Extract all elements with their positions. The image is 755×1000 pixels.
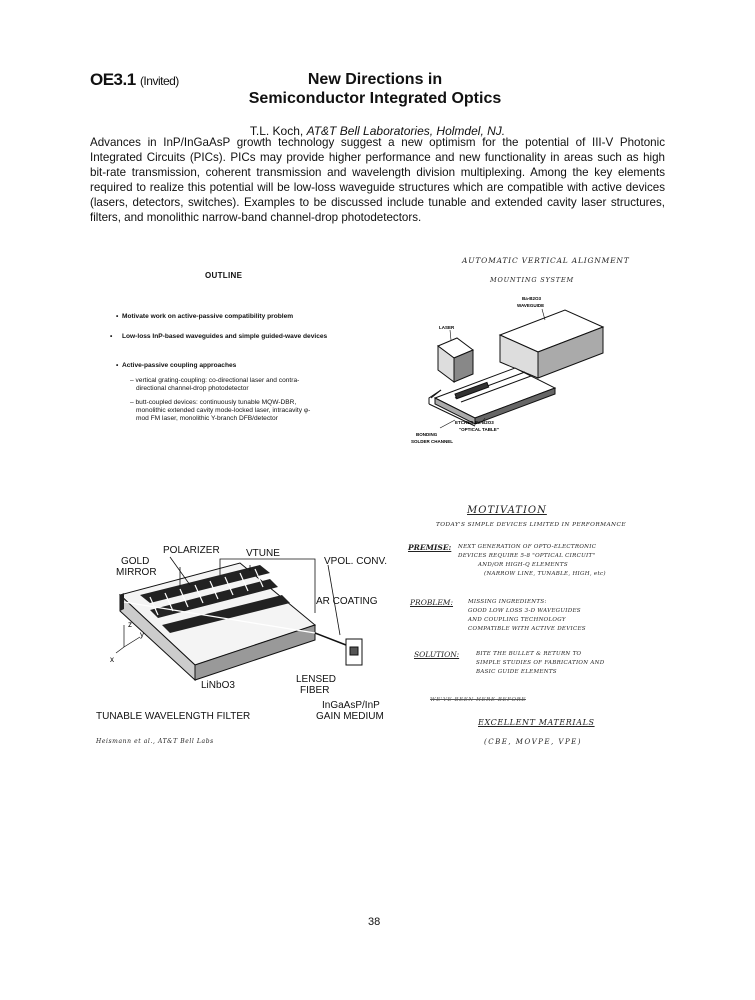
- axis-x-label: x: [110, 655, 114, 664]
- author-name: T.L. Koch,: [249, 124, 304, 138]
- etched-label: "OPTICAL TABLE": [459, 427, 499, 432]
- filter-credit: Heismann et al., AT&T Bell Labs: [96, 738, 214, 745]
- solder-label: BONDING: [416, 432, 438, 437]
- optical-table: [433, 367, 557, 425]
- premise-text: NEXT GENERATION OF OPTO-ELECTRONIC DEVIC…: [458, 544, 606, 577]
- problem-text: MISSING INGREDIENTS: GOOD LOW LOSS 3-D W…: [468, 599, 586, 632]
- gold-mirror: [120, 593, 124, 611]
- paper-title: New Directions in Semiconductor Integrat…: [230, 70, 520, 108]
- axis-y-label: y: [140, 630, 144, 639]
- abstract: Advances in InP/InGaAsP growth technolog…: [90, 136, 665, 224]
- outline-subitem: – butt-coupled devices: continuously tun…: [130, 399, 311, 422]
- axis-z-label: z: [128, 620, 132, 629]
- mount-diagram: Ba-B2O3 WAVEGUIDE LASER ETCHED Ba-B2O3 "…: [411, 296, 605, 444]
- paper-id: OE3.1 (Invited): [90, 70, 179, 90]
- outline-item: •Active-passive coupling approaches: [116, 362, 237, 369]
- solution-label: SOLUTION:: [414, 650, 460, 659]
- filter-caption: TUNABLE WAVELENGTH FILTER: [96, 711, 251, 722]
- gain-chip: [345, 638, 363, 666]
- polarizer-label: POLARIZER: [163, 545, 220, 556]
- filter-diagram: z y x: [110, 556, 363, 682]
- gain-medium-label: GAIN MEDIUM: [316, 711, 384, 722]
- author-line: T.L. Koch, AT&T Bell Laboratories, Holmd…: [90, 124, 665, 138]
- problem-label: PROBLEM:: [410, 598, 454, 607]
- finger-electrodes: [149, 568, 264, 616]
- vtune-label: VTUNE: [246, 548, 280, 559]
- laser-label: LASER: [439, 325, 455, 330]
- ar-coating-label: AR COATING: [316, 596, 378, 607]
- gain-medium-label: InGaAsP/InP: [322, 700, 380, 711]
- outline-title: OUTLINE: [205, 271, 243, 280]
- outline-item: •Motivate work on active-passive compati…: [116, 313, 294, 320]
- title-line-2: Semiconductor Integrated Optics: [248, 90, 502, 107]
- electrode-stripes: [140, 565, 290, 633]
- excellent-materials: EXCELLENT MATERIALS: [478, 718, 595, 727]
- premise-label: PREMISE:: [408, 543, 452, 552]
- outline-subitem: – vertical grating-coupling: co-directio…: [130, 377, 300, 392]
- waveguide-label: WAVEGUIDE: [517, 303, 544, 308]
- lensed-fiber-label: FIBER: [300, 685, 330, 696]
- waveguide-block: [498, 309, 605, 379]
- outline-item: •Low-loss InP-based waveguides and simpl…: [110, 333, 328, 340]
- title-line-1: New Directions in: [307, 71, 443, 88]
- vpol-label: VPOL. CONV.: [324, 556, 387, 567]
- solder-label: SOLDER CHANNEL: [411, 439, 453, 444]
- struck-line: WE'VE BEEN HERE BEFORE: [430, 697, 527, 703]
- gold-mirror-label: MIRROR: [116, 567, 157, 578]
- growth-methods: (CBE, MOVPE, VPE): [484, 738, 583, 746]
- author-affiliation: AT&T Bell Laboratories, Holmdel, NJ.: [306, 124, 506, 138]
- solution-text: BITE THE BULLET & RETURN TO SIMPLE STUDI…: [476, 651, 605, 675]
- lensed-fiber: [314, 632, 347, 646]
- invited-tag: (Invited): [139, 74, 179, 88]
- mount-heading-1: AUTOMATIC VERTICAL ALIGNMENT: [462, 256, 630, 265]
- lensed-fiber-label: LENSED: [296, 674, 337, 685]
- laser-block: [437, 337, 474, 383]
- paper-number: OE3.1: [90, 70, 136, 89]
- page-number: 38: [368, 916, 381, 928]
- linbo3-label: LiNbO3: [201, 680, 235, 691]
- waveguide-label: Ba-B2O3: [522, 296, 542, 301]
- mount-heading-2: MOUNTING SYSTEM: [490, 276, 574, 284]
- motivation-title: MOTIVATION: [467, 505, 547, 516]
- etched-label: ETCHED Ba-B2O3: [455, 420, 494, 425]
- motivation-subtitle: TODAY'S SIMPLE DEVICES LIMITED IN PERFOR…: [436, 522, 626, 528]
- gold-mirror-label: GOLD: [121, 556, 150, 567]
